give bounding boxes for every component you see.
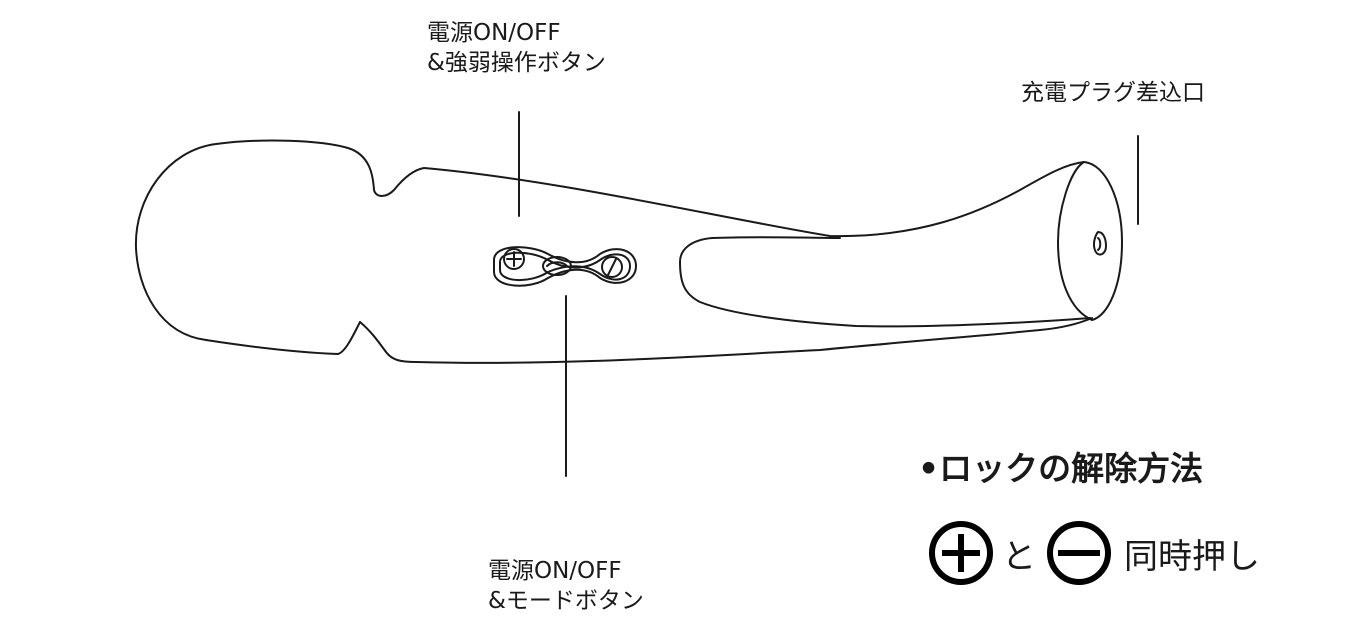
label-line: &モードボタン <box>488 588 644 614</box>
grip-groove <box>679 236 1091 328</box>
tail-face <box>1083 161 1123 321</box>
label-line: 電源ON/OFF <box>488 558 622 584</box>
wand-body-bottom <box>359 317 1093 364</box>
unlock-instruction: と 同時押し <box>928 520 1260 586</box>
plus-circle-icon <box>928 520 994 586</box>
unlock-action: 同時押し <box>1124 536 1260 577</box>
plus-button[interactable] <box>503 248 525 270</box>
minus-button[interactable] <box>601 256 623 278</box>
control-panel <box>493 246 637 287</box>
wand-body-top <box>423 161 1085 238</box>
charging-port-icon <box>1093 231 1107 256</box>
label-line: &強弱操作ボタン <box>427 50 606 76</box>
minus-circle-icon <box>1046 520 1112 586</box>
label-line: 電源ON/OFF <box>427 20 561 46</box>
charging-port-label: 充電プラグ差込口 <box>1021 78 1205 108</box>
unlock-heading: •ロックの解除方法 <box>918 449 1204 488</box>
power-strength-button-label: 電源ON/OFF &強弱操作ボタン <box>427 18 606 78</box>
label-line: 充電プラグ差込口 <box>1021 80 1205 106</box>
unlock-connector: と <box>1002 536 1036 577</box>
wand-head-outline <box>134 139 425 355</box>
power-mode-button-label: 電源ON/OFF &モードボタン <box>488 556 644 616</box>
mode-button[interactable] <box>542 256 572 276</box>
tail-cap <box>1057 161 1093 321</box>
